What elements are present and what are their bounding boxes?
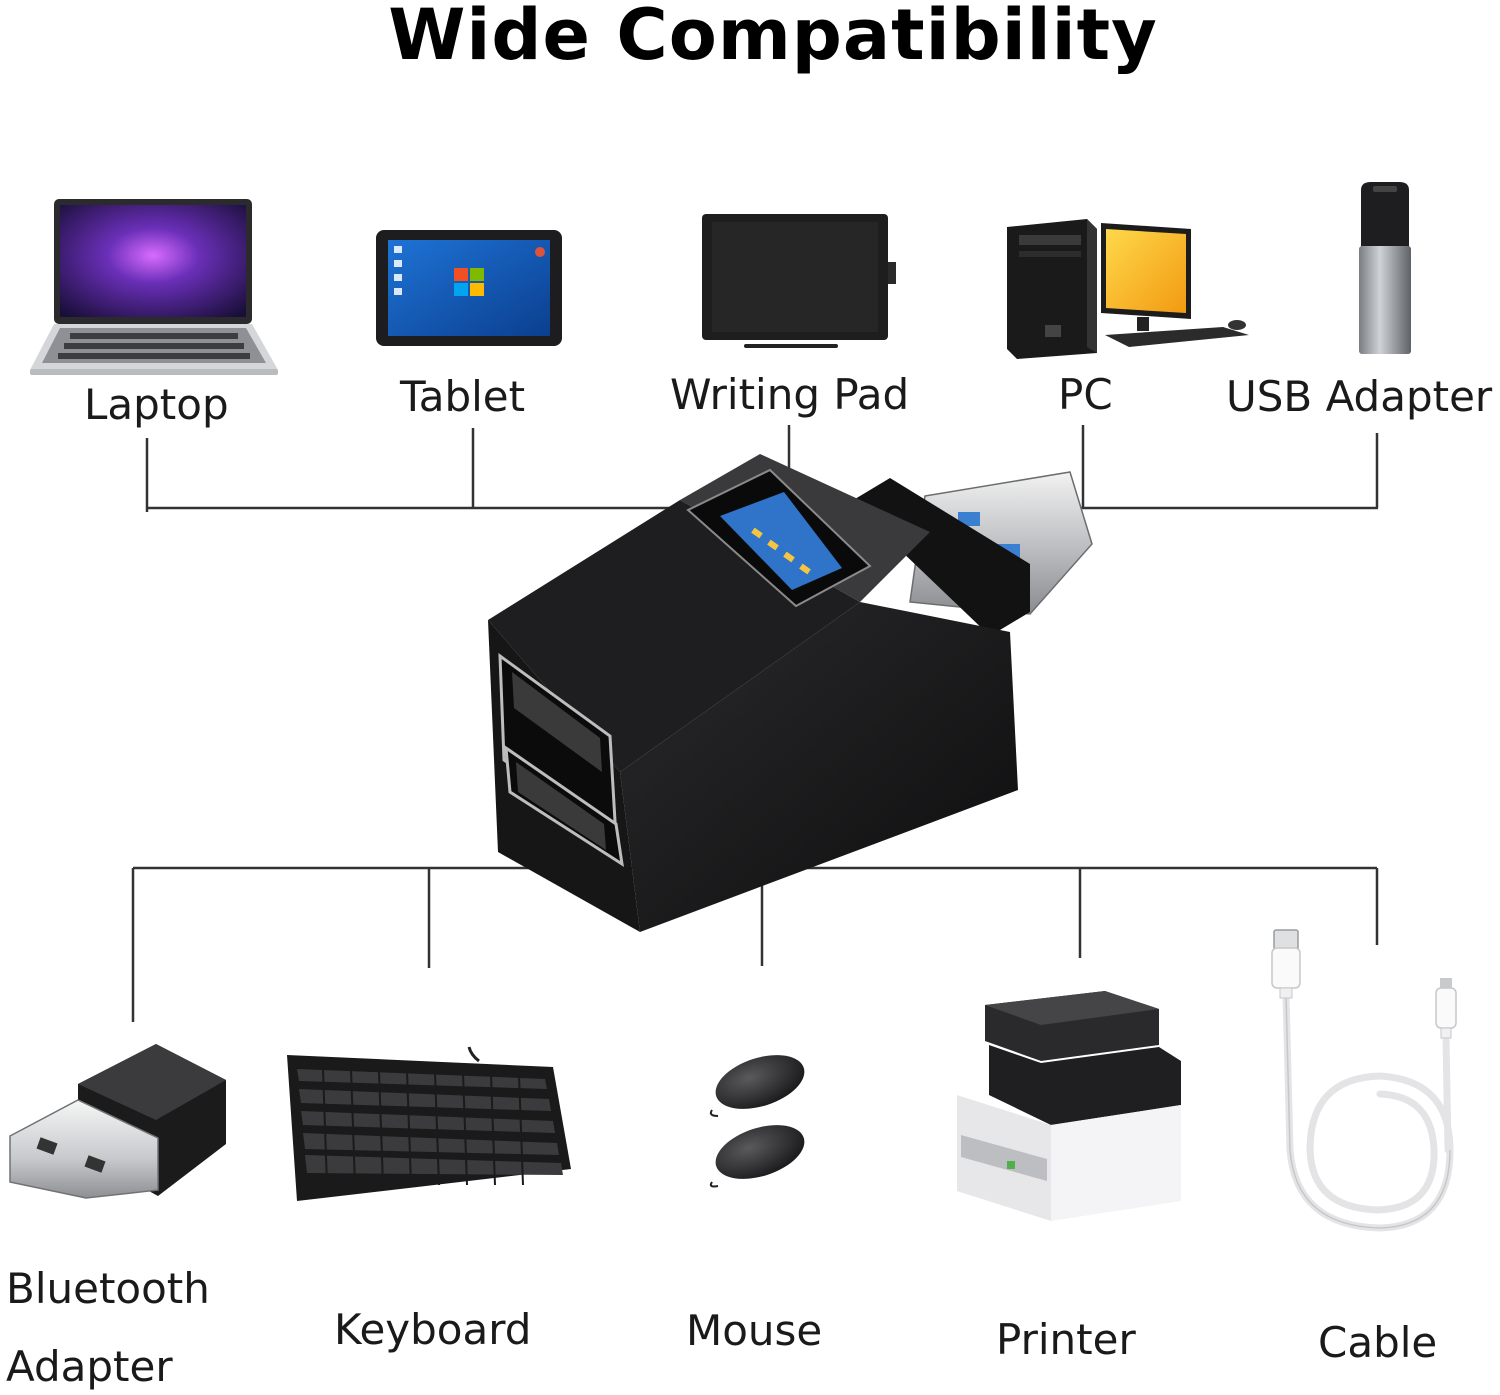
page-title: Wide Compatibility (388, 0, 1158, 76)
usb-flash-drive-icon (1359, 182, 1411, 354)
usb-cable-icon (1271, 929, 1457, 1232)
usb-hub-icon (488, 454, 1093, 932)
bluetooth-adapter-icon (9, 1044, 226, 1199)
keyboard-icon (287, 1046, 571, 1201)
device-label-usb-adapter: USB Adapter (1226, 372, 1493, 421)
device-label-printer: Printer (996, 1315, 1136, 1364)
laptop-icon (30, 199, 278, 375)
device-label-laptop: Laptop (84, 380, 229, 429)
device-label-bluetooth: Bluetooth (6, 1264, 210, 1313)
tablet-icon (376, 230, 562, 346)
printer-icon (957, 991, 1181, 1221)
mouse-icon (709, 1055, 805, 1188)
device-label-tablet: Tablet (400, 372, 526, 421)
writing-pad-icon (702, 214, 896, 348)
device-label-adapter: Adapter (6, 1342, 173, 1391)
device-label-writing-pad: Writing Pad (670, 370, 910, 419)
device-label-pc: PC (1058, 370, 1113, 419)
device-label-mouse: Mouse (686, 1306, 823, 1355)
device-label-cable: Cable (1318, 1318, 1438, 1367)
device-label-keyboard: Keyboard (334, 1305, 532, 1354)
desktop-pc-icon (1007, 219, 1249, 359)
